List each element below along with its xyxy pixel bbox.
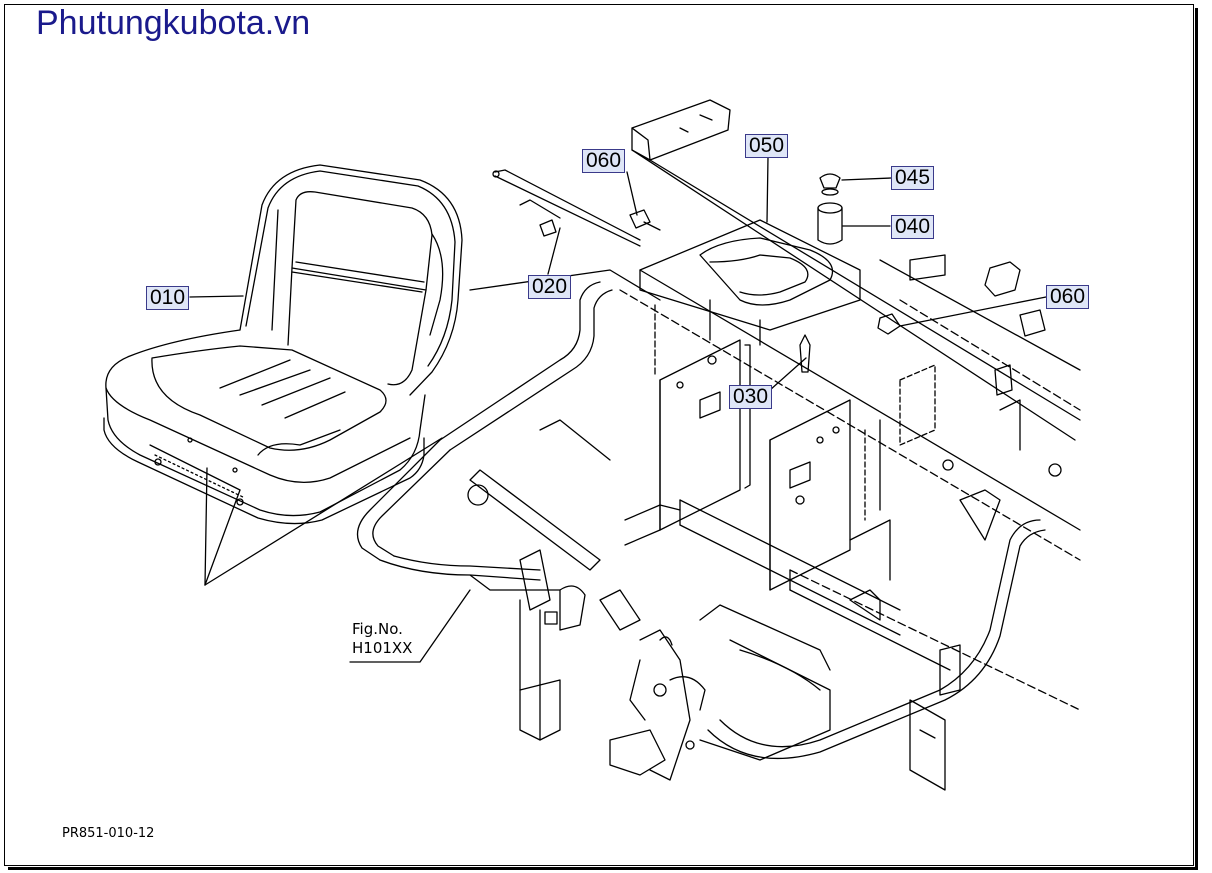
callout-020[interactable]: 020	[528, 275, 572, 299]
callout-leaders	[349, 156, 1047, 663]
watermark-text: Phutungkubota.vn	[36, 4, 311, 42]
seat-drawing	[103, 164, 463, 525]
page-frame-shadow	[8, 8, 1198, 870]
fig-ref[interactable]: Fig.No. H101XX	[352, 620, 412, 658]
callout-010[interactable]: 010	[146, 286, 190, 310]
page-frame	[4, 4, 1194, 866]
fig-ref-number: H101XX	[352, 639, 413, 657]
callout-060-left[interactable]: 060	[582, 149, 626, 173]
callout-030[interactable]: 030	[729, 385, 773, 409]
drawing-code: PR851-010-12	[62, 826, 155, 841]
callout-040[interactable]: 040	[891, 215, 935, 239]
callout-060-right[interactable]: 060	[1046, 285, 1090, 309]
fig-ref-label: Fig.No.	[352, 620, 403, 638]
callout-050[interactable]: 050	[745, 134, 789, 158]
chassis-drawing	[356, 99, 1081, 791]
callout-045[interactable]: 045	[891, 166, 935, 190]
